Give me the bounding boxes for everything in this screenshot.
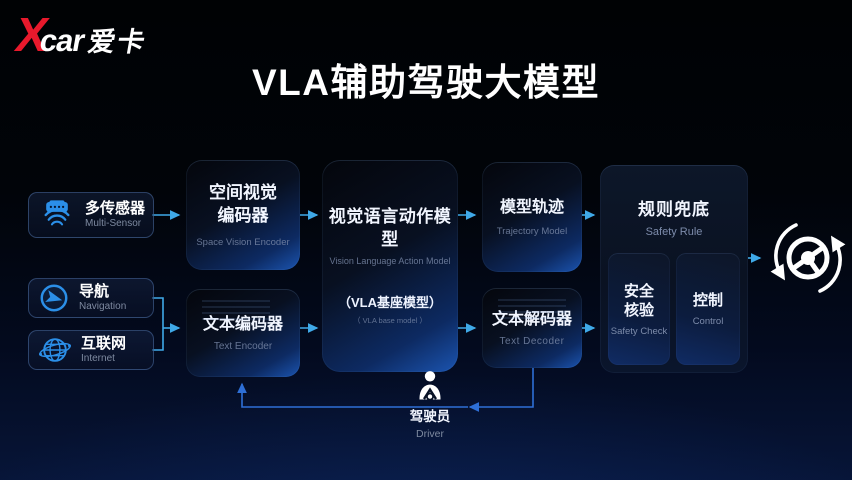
- trajectory-model-box: 模型轨迹 Trajectory Model: [482, 162, 582, 272]
- driver-node: 驾驶员 Driver: [392, 370, 468, 440]
- sub-label: 安全 核验: [623, 282, 654, 320]
- driver-icon: [419, 371, 441, 400]
- navigation-arrow-icon: [40, 284, 68, 312]
- input-label: 互联网: [81, 334, 127, 352]
- input-label: 导航: [79, 282, 110, 300]
- safety-sublabel: Safety Rule: [645, 226, 703, 238]
- driver-label: 驾驶员: [409, 409, 451, 424]
- node-label: 文本编码器: [202, 315, 283, 333]
- steering-wheel-icon: [770, 223, 846, 293]
- node-label: 文本解码器: [491, 311, 572, 329]
- input-navigation: 导航 Navigation: [28, 278, 154, 318]
- page-title: VLA辅助驾驶大模型: [252, 62, 600, 103]
- sensor-waves-icon: [44, 200, 70, 226]
- text-encoder-box: 文本编码器 Text Encoder: [186, 289, 300, 377]
- core-sublabel: Vision Language Action Model: [329, 256, 451, 267]
- node-label: 模型轨迹: [499, 199, 564, 217]
- sub-sublabel: Control: [692, 315, 724, 327]
- node-sublabel: Space Vision Encoder: [196, 236, 290, 248]
- safety-label: 规则兜底: [638, 200, 710, 219]
- driver-sublabel: Driver: [416, 428, 444, 440]
- core-base-sublabel: （ VLA base model ）: [353, 316, 427, 326]
- input-text: 互联网 Internet: [81, 334, 127, 365]
- core-label: 视觉语言动作模型: [328, 206, 452, 249]
- node-sublabel: Text Decoder: [499, 335, 565, 347]
- core-base-label: （VLA基座模型）: [337, 295, 442, 311]
- input-sublabel: Multi-Sensor: [85, 218, 142, 230]
- space-vision-encoder-box: 空间视觉 编码器 Space Vision Encoder: [186, 160, 300, 270]
- input-text: 导航 Navigation: [79, 282, 127, 313]
- text-decoder-box: 文本解码器 Text Decoder: [482, 288, 582, 368]
- input-sublabel: Internet: [81, 353, 115, 365]
- input-label: 多传感器: [85, 199, 146, 217]
- sub-sublabel: Safety Check: [610, 325, 668, 337]
- control-box: 控制 Control: [676, 253, 740, 365]
- node-sublabel: Trajectory Model: [496, 225, 568, 237]
- safety-head: 规则兜底 Safety Rule: [600, 195, 748, 238]
- safety-check-box: 安全 核验 Safety Check: [608, 253, 670, 365]
- globe-orbit-icon: [39, 338, 71, 362]
- input-multi-sensor: 多传感器 Multi-Sensor: [28, 192, 154, 238]
- node-sublabel: Text Encoder: [213, 341, 273, 353]
- input-sublabel: Navigation: [79, 301, 127, 313]
- node-label: 空间视觉 编码器: [209, 183, 277, 225]
- safety-rule-box: 规则兜底 Safety Rule 安全 核验 Safety Check 控制 C…: [600, 165, 748, 373]
- sub-label: 控制: [692, 292, 723, 310]
- input-text: 多传感器 Multi-Sensor: [85, 199, 146, 230]
- input-internet: 互联网 Internet: [28, 330, 154, 370]
- vla-core-model-box: 视觉语言动作模型 Vision Language Action Model （V…: [322, 160, 458, 372]
- rotation-arrows-icon: [770, 223, 846, 293]
